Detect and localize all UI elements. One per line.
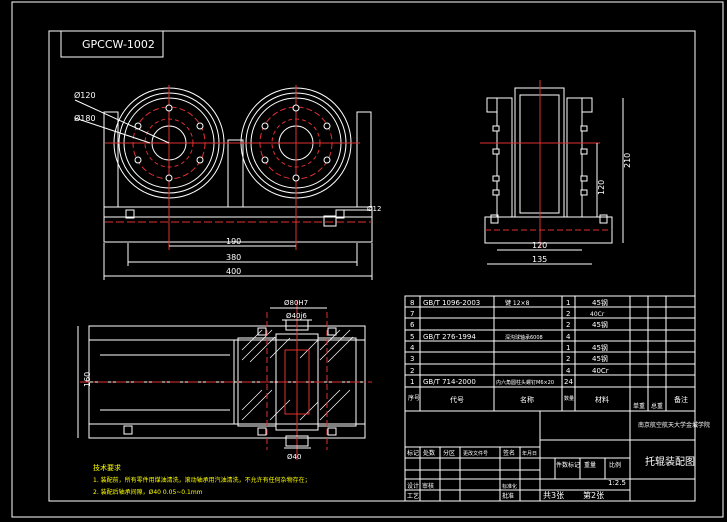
svg-text:分区: 分区 — [443, 449, 455, 457]
front-view: Ø120 Ø180 Ø12 190 380 400 — [74, 85, 381, 280]
table-row: 5 GB/T 276-1994 深沟球轴承6008 4 — [410, 333, 571, 341]
side-dim-210: 210 — [623, 153, 632, 168]
notes-heading: 技术要求 — [93, 463, 121, 472]
technical-notes: 技术要求 1. 装配前，所有零件用煤油清洗，滚动轴承用汽油清洗，不允许有任何杂物… — [93, 463, 311, 496]
svg-text:GB/T 276-1994: GB/T 276-1994 — [423, 333, 476, 341]
drawing-title: 托辊装配图 — [645, 455, 695, 468]
code-box — [60, 30, 164, 58]
notes-line1: 1. 装配前，所有零件用煤油清洗，滚动轴承用汽油清洗，不允许有任何杂物存在； — [93, 476, 311, 484]
svg-text:标准化: 标准化 — [502, 483, 517, 490]
inner-border — [48, 30, 696, 502]
table-row: 2 4 40Cr — [410, 367, 609, 375]
side-view — [484, 87, 613, 244]
svg-text:4: 4 — [410, 344, 415, 352]
title-block — [404, 410, 696, 502]
svg-text:深沟球轴承6008: 深沟球轴承6008 — [505, 334, 543, 341]
sheet-frame — [11, 1, 724, 518]
front-bracket-left — [103, 111, 119, 208]
sec-dim-d40: Ø40j6 — [286, 312, 307, 320]
svg-text:2: 2 — [566, 310, 570, 318]
side-dim-120: 120 — [532, 241, 547, 250]
svg-text:7: 7 — [410, 310, 414, 318]
svg-text:45钢: 45钢 — [592, 320, 608, 329]
svg-text:单重: 单重 — [633, 402, 645, 410]
dim-190: 190 — [226, 237, 241, 246]
sec-dim-d80: Ø80H7 — [284, 299, 308, 307]
table-row: 1 GB/T 714-2000 内六角圆柱头螺钉M6×20 24 — [410, 378, 573, 386]
dim-d120: Ø120 — [74, 90, 96, 100]
svg-text:6: 6 — [410, 321, 415, 329]
side-dim-120v: 120 — [597, 180, 606, 195]
svg-text:代号: 代号 — [450, 395, 464, 404]
sheets-total: 共3张 — [543, 491, 564, 500]
svg-text:设计: 设计 — [407, 482, 419, 490]
svg-text:材料: 材料 — [595, 395, 609, 404]
svg-text:45钢: 45钢 — [592, 298, 608, 307]
svg-text:键 12×8: 键 12×8 — [505, 299, 530, 307]
sec-dim-d40b: Ø40 — [287, 453, 301, 461]
dim-380: 380 — [226, 253, 241, 262]
svg-text:GB/T 1096-2003: GB/T 1096-2003 — [423, 299, 480, 307]
svg-text:45钢: 45钢 — [592, 354, 608, 363]
svg-text:序号: 序号 — [408, 394, 420, 402]
svg-text:1: 1 — [566, 344, 570, 352]
table-row: 4 1 45钢 — [410, 343, 608, 352]
drawing-code: GPCCW-1002 — [82, 38, 155, 51]
table-row: 7 2 40Cr — [410, 310, 605, 318]
svg-text:重量: 重量 — [584, 461, 596, 469]
table-row: 6 2 45钢 — [410, 320, 608, 329]
table-row: 8 GB/T 1096-2003 键 12×8 1 45钢 — [410, 298, 608, 307]
svg-text:处数: 处数 — [423, 449, 435, 457]
outer-border — [11, 1, 724, 518]
front-bracket-right — [356, 111, 372, 208]
svg-text:40Cr: 40Cr — [590, 311, 605, 318]
dim-400: 400 — [226, 267, 241, 276]
side-dim-135: 135 — [532, 255, 547, 264]
svg-text:2: 2 — [566, 321, 570, 329]
title-block-text: 南京航空航天大学金城学院 托辊装配图 标记 处数 分区 更改文件号 签名 年月日… — [407, 421, 710, 500]
svg-text:1: 1 — [566, 299, 570, 307]
svg-text:内六角圆柱头螺钉M6×20: 内六角圆柱头螺钉M6×20 — [496, 379, 554, 386]
bom-header: 序号 代号 名称 数量 材料 单重 总重 备注 — [408, 394, 688, 410]
stage-mark: 件数标记 — [556, 461, 580, 469]
svg-text:8: 8 — [410, 299, 414, 307]
svg-text:45钢: 45钢 — [592, 343, 608, 352]
scale-value: 1:2.5 — [608, 479, 626, 487]
sec-dim-160: 160 — [83, 372, 92, 387]
svg-text:名称: 名称 — [520, 395, 534, 404]
svg-text:审核: 审核 — [422, 482, 434, 490]
svg-text:5: 5 — [410, 333, 414, 341]
svg-text:批准: 批准 — [502, 492, 514, 500]
svg-text:1: 1 — [410, 378, 414, 386]
table-row: 3 2 45钢 — [410, 354, 608, 363]
bom-rows: 8 GB/T 1096-2003 键 12×8 1 45钢 7 2 40Cr 6… — [408, 298, 688, 410]
svg-text:40Cr: 40Cr — [592, 367, 609, 375]
bom-table — [404, 295, 696, 412]
svg-text:GB/T 714-2000: GB/T 714-2000 — [423, 378, 476, 386]
svg-text:总重: 总重 — [651, 402, 663, 410]
svg-text:标记: 标记 — [407, 449, 419, 457]
svg-text:2: 2 — [566, 355, 570, 363]
school-name: 南京航空航天大学金城学院 — [638, 421, 710, 429]
svg-text:4: 4 — [566, 367, 571, 375]
svg-text:备注: 备注 — [674, 395, 688, 404]
svg-text:比例: 比例 — [609, 461, 621, 469]
svg-text:24: 24 — [564, 378, 573, 386]
section-view: Ø80H7 Ø40j6 Ø40 160 — [77, 299, 372, 461]
svg-text:签名: 签名 — [503, 449, 515, 457]
sheet-number: 第2张 — [583, 490, 604, 500]
dim-d12: Ø12 — [367, 205, 381, 213]
svg-text:2: 2 — [410, 367, 414, 375]
notes-line2: 2. 装配后轴承间隙，Ø40 0.05~0.1mm — [93, 488, 203, 496]
svg-text:数量: 数量 — [564, 395, 574, 402]
dim-d180: Ø180 — [74, 113, 96, 123]
svg-text:更改文件号: 更改文件号 — [463, 450, 488, 457]
svg-text:工艺: 工艺 — [407, 492, 419, 500]
svg-text:3: 3 — [410, 355, 414, 363]
svg-text:年月日: 年月日 — [522, 450, 537, 457]
svg-text:4: 4 — [566, 333, 571, 341]
